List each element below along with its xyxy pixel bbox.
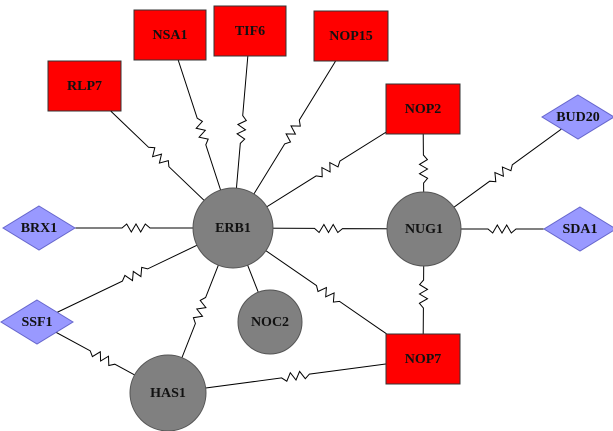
node-tif6[interactable]: TIF6 [213, 5, 287, 57]
edge-ssf1-has1 [36, 321, 169, 394]
node-has1[interactable]: HAS1 [129, 354, 207, 431]
edge-has1-nop7 [167, 358, 424, 394]
node-rlp7[interactable]: RLP7 [47, 60, 122, 112]
node-circle-shape [237, 289, 303, 355]
edge-nug1-bud20 [423, 116, 579, 230]
node-label: SSF1 [21, 315, 52, 330]
node-diamond-shape [541, 94, 613, 140]
node-nop15[interactable]: NOP15 [313, 10, 389, 62]
edge-erb1-nop7 [232, 227, 424, 360]
edge-nug1-nop7 [418, 228, 429, 360]
node-circle-shape [386, 191, 462, 267]
node-label: HAS1 [150, 386, 186, 401]
edge-erb1-has1 [167, 227, 234, 394]
node-rect-shape [385, 333, 461, 385]
node-ssf1[interactable]: SSF1 [0, 299, 74, 345]
edge-erb1-nop2 [232, 108, 424, 229]
node-nug1[interactable]: NUG1 [386, 191, 462, 267]
node-label: NOP7 [405, 352, 442, 367]
node-rect-shape [133, 9, 207, 61]
node-label: TIF6 [235, 24, 265, 39]
node-diamond-shape [0, 299, 74, 345]
edge-erb1-nsa1 [169, 34, 234, 229]
node-label: NOP2 [405, 102, 442, 117]
node-circle-shape [129, 354, 207, 431]
node-rect-shape [213, 5, 287, 57]
node-label: NUG1 [405, 222, 443, 237]
node-label: RLP7 [67, 79, 102, 94]
node-label: NOC2 [251, 315, 289, 330]
node-brx1[interactable]: BRX1 [2, 205, 76, 251]
edge-erb1-nug1 [232, 223, 425, 234]
node-diamond-shape [543, 206, 613, 252]
edges-layer [36, 30, 580, 394]
edge-nug1-sda1 [424, 224, 580, 234]
node-label: NSA1 [152, 28, 187, 43]
node-nop2[interactable]: NOP2 [385, 83, 461, 135]
node-label: BRX1 [21, 221, 58, 236]
node-label: BUD20 [556, 110, 600, 125]
node-label: ERB1 [215, 221, 251, 236]
node-noc2[interactable]: NOC2 [237, 289, 303, 355]
node-circle-shape [192, 187, 274, 269]
node-bud20[interactable]: BUD20 [541, 94, 613, 140]
edge-erb1-tif6 [232, 30, 251, 229]
node-rect-shape [385, 83, 461, 135]
node-label: SDA1 [562, 222, 597, 237]
node-nsa1[interactable]: NSA1 [133, 9, 207, 61]
edge-erb1-brx1 [39, 223, 233, 233]
node-rect-shape [313, 10, 389, 62]
node-nop7[interactable]: NOP7 [385, 333, 461, 385]
node-erb1[interactable]: ERB1 [192, 187, 274, 269]
node-rect-shape [47, 60, 122, 112]
edge-erb1-nop15 [232, 35, 352, 229]
edge-erb1-ssf1 [36, 227, 234, 323]
edge-nug1-nop2 [418, 108, 429, 230]
node-diamond-shape [2, 205, 76, 251]
node-label: NOP15 [329, 29, 373, 44]
edge-erb1-rlp7 [84, 85, 234, 229]
node-sda1[interactable]: SDA1 [543, 206, 613, 252]
